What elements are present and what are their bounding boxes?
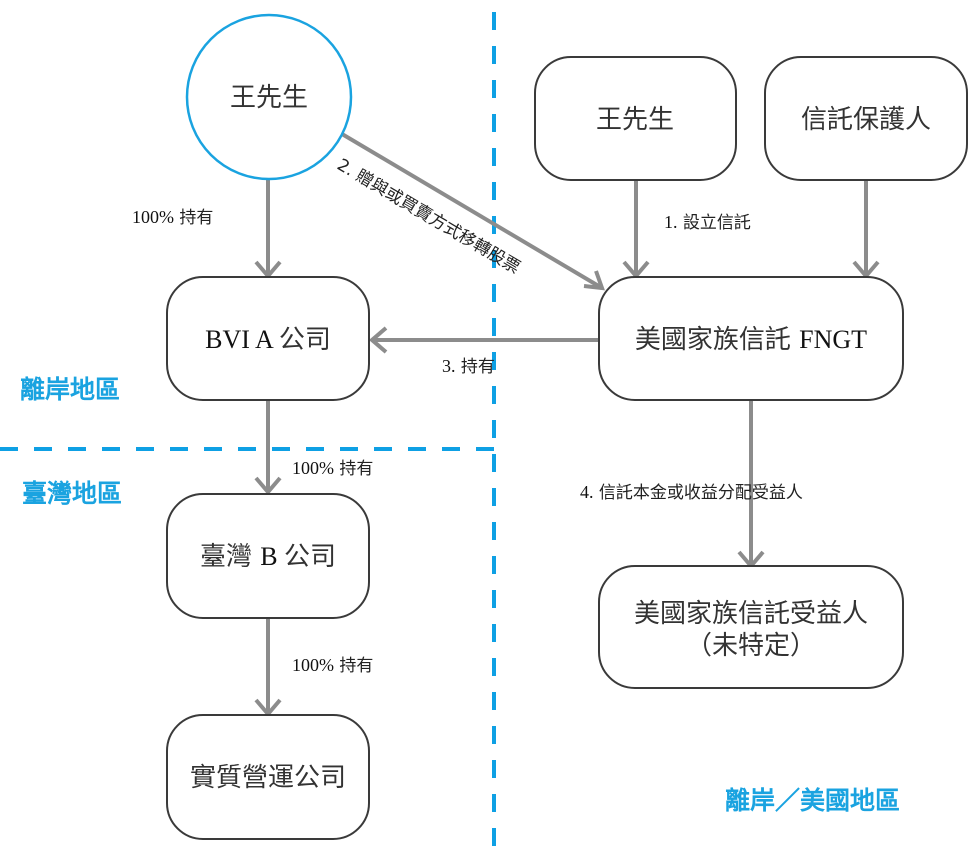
arrowhead-icon (368, 326, 388, 354)
node-label: 信託保護人 (801, 105, 931, 135)
node-label: 王先生 (230, 83, 308, 113)
node-trust-protector[interactable]: 信託保護人 (764, 56, 968, 181)
node-operating-company[interactable]: 實質營運公司 (166, 714, 370, 840)
node-label-line2: （未特定） (686, 631, 816, 661)
node-wang-left[interactable]: 王先生 (185, 13, 353, 181)
node-label: 王先生 (596, 105, 674, 135)
edge-protector-trust (852, 180, 880, 280)
edge-label-own-bvi: 100% 持有 (132, 207, 213, 228)
node-label-line1: 美國家族信託受益人 (634, 599, 868, 629)
edge-label-establish-trust: 1. 設立信託 (664, 212, 751, 233)
edge-label-own-operating: 100% 持有 (292, 655, 373, 676)
node-bvi-a-company[interactable]: BVI A 公司 (166, 276, 370, 401)
region-label-taiwan: 臺灣地區 (22, 479, 122, 508)
edge-establish-trust (622, 180, 650, 280)
edge-own-taiwan-b (254, 400, 282, 496)
node-label: 臺灣 B 公司 (200, 542, 336, 572)
node-label: 實質營運公司 (190, 763, 346, 793)
node-wang-right[interactable]: 王先生 (534, 56, 737, 181)
arrowhead-icon (254, 476, 282, 496)
node-label: 美國家族信託 FNGT (635, 325, 867, 355)
edge-label-own-taiwan-b: 100% 持有 (292, 458, 373, 479)
node-trust-beneficiary[interactable]: 美國家族信託受益人 （未特定） (598, 565, 904, 689)
arrowhead-icon (583, 270, 605, 291)
node-taiwan-b-company[interactable]: 臺灣 B 公司 (166, 493, 370, 619)
edge-hold (368, 326, 598, 354)
edge-label-distribute: 4. 信託本金或收益分配受益人 (580, 482, 803, 503)
edge-label-hold: 3. 持有 (442, 356, 495, 377)
node-us-family-trust-fngt[interactable]: 美國家族信託 FNGT (598, 276, 904, 401)
region-label-offshore-us: 離岸／美國地區 (725, 786, 900, 815)
edge-own-operating (254, 618, 282, 718)
edge-transfer-shares (340, 132, 605, 291)
region-label-offshore: 離岸地區 (20, 375, 120, 404)
node-label: BVI A 公司 (205, 325, 331, 355)
